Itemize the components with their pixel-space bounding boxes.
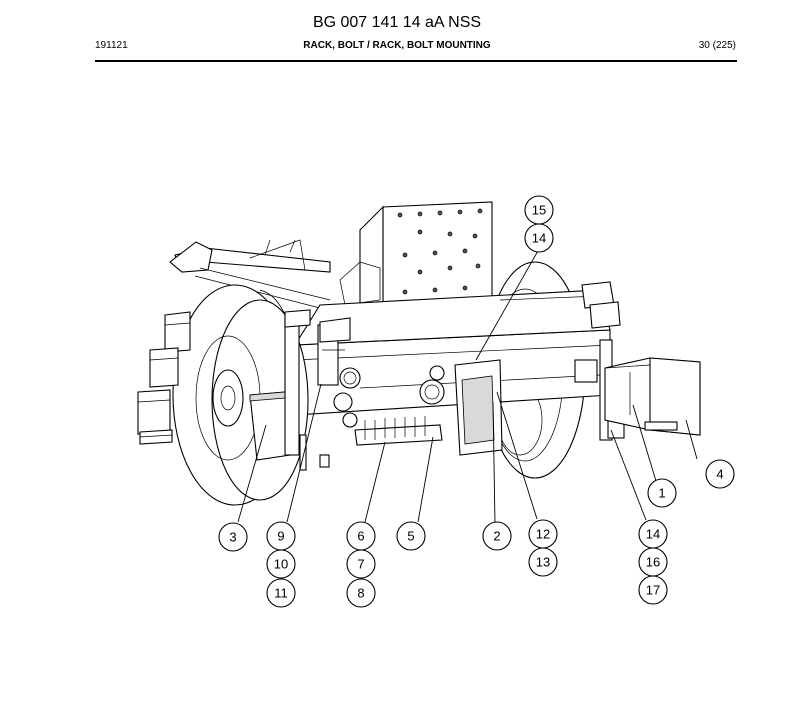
callout-4: 4	[705, 459, 735, 489]
svg-text:16: 16	[646, 555, 660, 570]
callout-11: 11	[266, 578, 296, 608]
svg-text:1: 1	[658, 486, 665, 501]
leader-lines	[237, 248, 698, 525]
svg-text:14: 14	[646, 527, 660, 542]
callout-5: 5	[396, 521, 426, 551]
callout-9: 9	[266, 521, 296, 551]
svg-text:11: 11	[274, 586, 288, 601]
header-rule	[95, 60, 737, 62]
callout-12: 12	[528, 519, 558, 549]
callout-2: 2	[482, 521, 512, 551]
callout-6: 6	[346, 521, 376, 551]
svg-text:14: 14	[532, 231, 546, 246]
callout-13: 13	[528, 547, 558, 577]
svg-text:3: 3	[229, 530, 236, 545]
section-title: RACK, BOLT / RACK, BOLT MOUNTING	[303, 40, 491, 51]
callout-14-lower: 14	[638, 519, 668, 549]
svg-text:10: 10	[274, 557, 288, 572]
callout-8: 8	[346, 578, 376, 608]
document-title: BG 007 141 14 aA NSS	[312, 14, 482, 31]
svg-text:5: 5	[407, 529, 414, 544]
chassis-drawing	[137, 201, 701, 506]
svg-text:7: 7	[357, 557, 364, 572]
page-number: 30 (225)	[698, 40, 736, 51]
svg-text:12: 12	[536, 527, 550, 542]
svg-text:8: 8	[357, 586, 364, 601]
callout-1: 1	[647, 478, 677, 508]
svg-text:2: 2	[493, 529, 500, 544]
callout-14-upper: 14	[524, 223, 554, 253]
svg-text:15: 15	[532, 203, 546, 218]
callout-16: 16	[638, 547, 668, 577]
svg-text:17: 17	[646, 583, 660, 598]
callout-17: 17	[638, 575, 668, 605]
date-code: 191121	[95, 40, 128, 51]
callout-3: 3	[218, 522, 248, 552]
svg-text:4: 4	[716, 467, 723, 482]
callout-15: 15	[524, 195, 554, 225]
svg-text:13: 13	[536, 555, 550, 570]
svg-text:6: 6	[357, 529, 364, 544]
svg-text:9: 9	[277, 529, 284, 544]
callout-10: 10	[266, 549, 296, 579]
callout-7: 7	[346, 549, 376, 579]
